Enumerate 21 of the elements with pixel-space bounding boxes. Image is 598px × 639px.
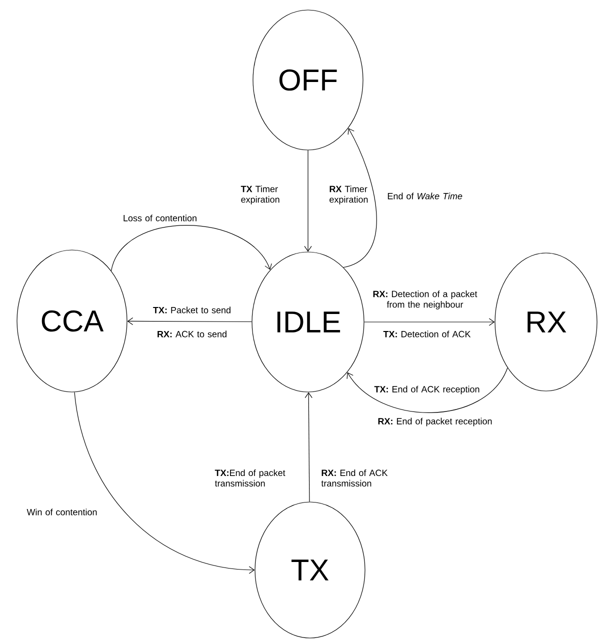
transition-label: RX: End of packet reception: [378, 418, 492, 426]
arrow: [364, 318, 495, 326]
transition-label: RX: ACK to send: [158, 330, 226, 338]
edge-label: TX:End of packet transmission: [214, 469, 286, 487]
edge-label: End of Wake Time: [388, 192, 462, 200]
arrow: [110, 225, 272, 272]
arrow: [127, 317, 252, 326]
arrow: [304, 392, 312, 502]
transition-label: TX: Detection of ACK: [383, 330, 471, 338]
edge-label: TX: Packet to send: [153, 306, 230, 314]
transition-label: RX: End of ACK transmission: [321, 469, 388, 487]
arrow: [346, 368, 508, 413]
edge-label: TX: End of ACK reception: [374, 386, 480, 394]
arrow: [304, 150, 312, 252]
edge-label: TX Timer expiration: [240, 186, 280, 204]
arrow: [74, 392, 255, 574]
edge-label: Win of contention: [26, 508, 97, 516]
transition-label: RX Timer expiration: [330, 186, 368, 204]
arrow: [343, 128, 377, 268]
edge-label: RX: Detection of a packet from the neighbour: [373, 290, 478, 310]
edge-label: Loss of contention: [124, 214, 196, 222]
